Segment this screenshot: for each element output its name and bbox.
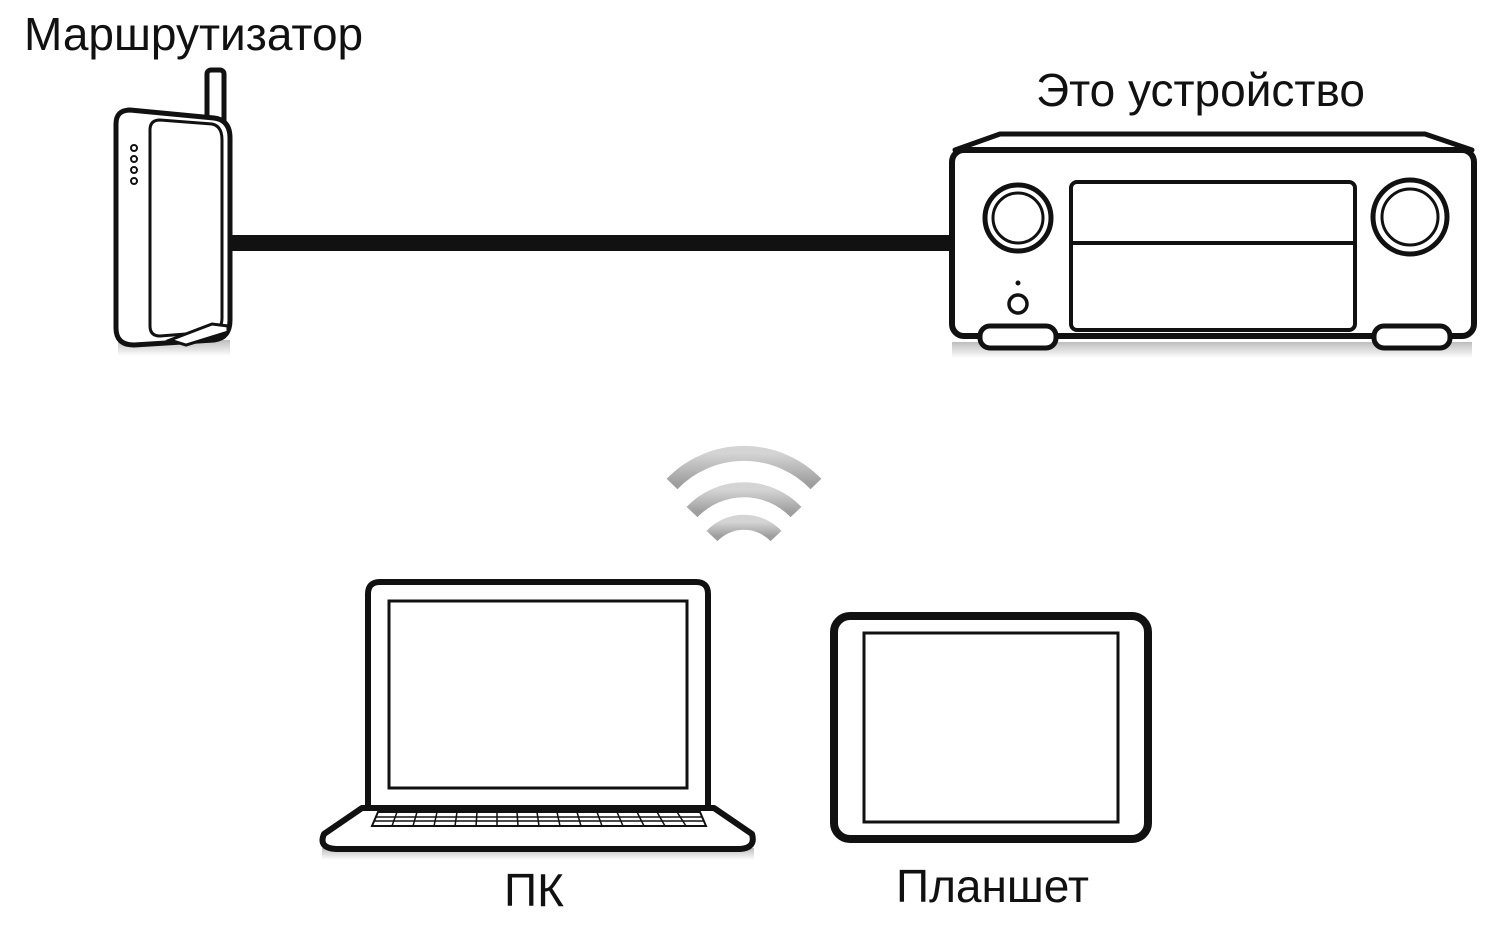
tablet-icon (830, 612, 1152, 843)
wifi-signal-icon (666, 445, 822, 542)
tablet-label: Планшет (896, 860, 1089, 912)
laptop-icon (319, 579, 756, 860)
av-receiver-icon (949, 131, 1477, 358)
pc-label: ПК (504, 864, 564, 916)
ethernet-cable (224, 235, 956, 251)
wifi-router-icon (113, 67, 233, 356)
router-label: Маршрутизатор (24, 8, 363, 60)
device-label: Это устройство (1036, 64, 1365, 116)
